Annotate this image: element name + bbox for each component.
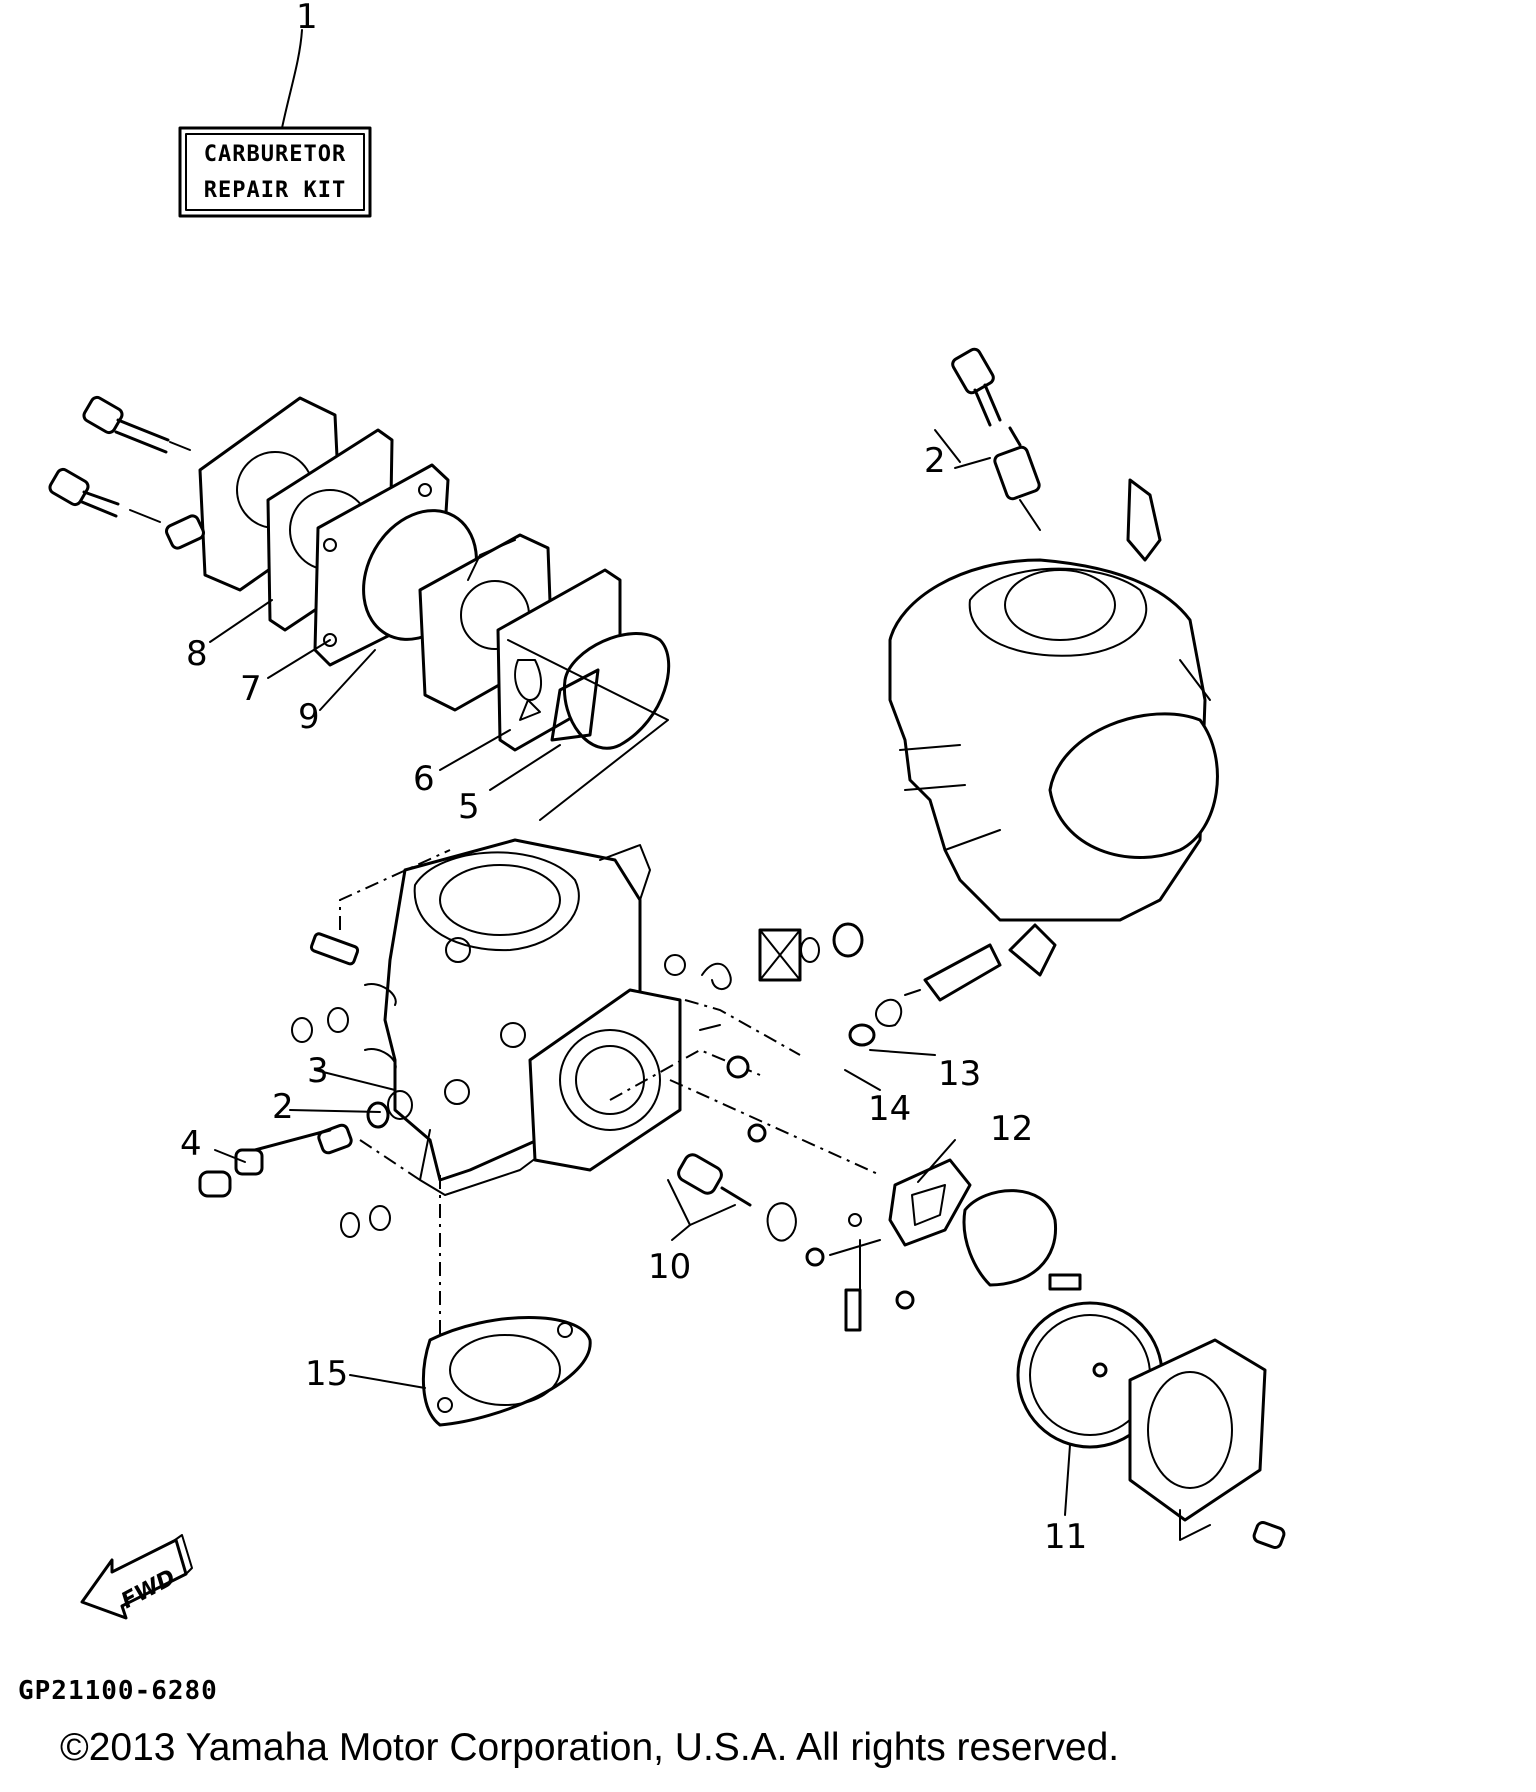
diaphragm-5 [507, 632, 671, 821]
assembled-carburetor [888, 347, 1219, 922]
part-code: GP21100-6280 [18, 1676, 218, 1706]
kit-label-line2: REPAIR KIT [204, 178, 346, 203]
mixture-screw-assembly [699, 923, 1057, 1143]
repair-kit-box: CARBURETOR REPAIR KIT [178, 29, 372, 218]
callout-1: 1 [296, 0, 318, 37]
cover-screws [48, 395, 191, 523]
callout-leaders-left [209, 599, 561, 791]
callout-leaders-other [214, 429, 1071, 1516]
right-upper-small-parts [664, 922, 864, 990]
callout-numbers: 1 2 2 3 4 5 6 7 8 9 10 11 12 13 14 15 [180, 0, 1087, 1557]
callout-5: 5 [458, 787, 480, 827]
callout-14: 14 [868, 1089, 911, 1129]
callout-4: 4 [180, 1124, 202, 1164]
body-flange [528, 988, 682, 1172]
callout-10: 10 [648, 1247, 691, 1287]
sensor-and-linkage [667, 1153, 915, 1332]
gasket-15 [421, 1316, 592, 1427]
callout-13: 13 [938, 1054, 981, 1094]
callout-6: 6 [413, 759, 435, 799]
callout-9: 9 [298, 697, 320, 737]
left-small-parts [198, 932, 413, 1238]
callout-3: 3 [307, 1051, 329, 1091]
callout-2-upper: 2 [924, 441, 946, 481]
diaphragm-11 [1016, 1301, 1286, 1549]
fwd-arrow: FWD [80, 1534, 193, 1620]
callout-7: 7 [240, 669, 262, 709]
callout-8: 8 [186, 634, 208, 674]
copyright-notice: ©2013 Yamaha Motor Corporation, U.S.A. A… [60, 1726, 1120, 1769]
callout-11: 11 [1044, 1517, 1087, 1557]
kit-label-line1: CARBURETOR [204, 142, 346, 167]
callout-15: 15 [305, 1354, 348, 1394]
gasket-12-and-cover [888, 1158, 1082, 1291]
callout-2-lower: 2 [272, 1087, 294, 1127]
callout-12: 12 [990, 1109, 1033, 1149]
